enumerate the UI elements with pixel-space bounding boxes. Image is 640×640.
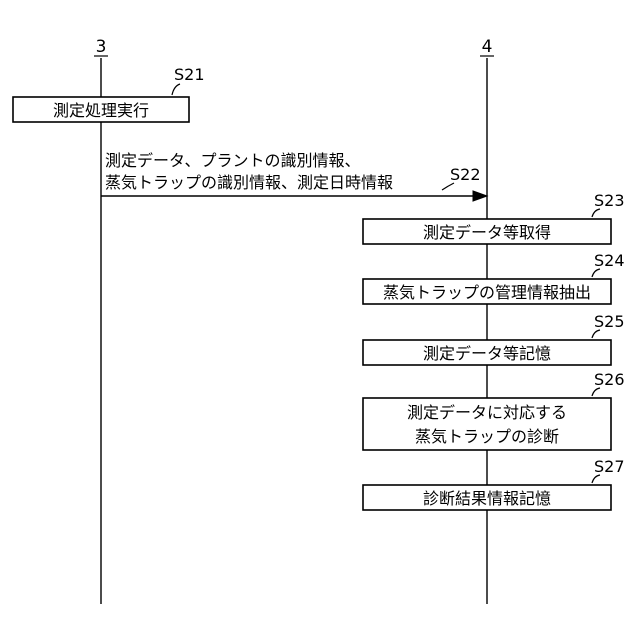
step-s24: 蒸気トラップの管理情報抽出 S24 <box>363 251 625 304</box>
step-s23-leader <box>592 209 600 217</box>
step-s23-label: S23 <box>594 191 625 210</box>
step-s26-text-line2: 蒸気トラップの診断 <box>415 427 559 446</box>
step-s25-text: 測定データ等記憶 <box>423 344 551 363</box>
lifeline-3-label: 3 <box>96 37 107 57</box>
step-s27: 診断結果情報記憶 S27 <box>363 457 625 510</box>
step-s21-leader <box>172 84 180 95</box>
step-s25: 測定データ等記憶 S25 <box>363 312 625 365</box>
step-s24-label: S24 <box>594 251 625 270</box>
step-s26-label: S26 <box>594 370 625 389</box>
message-s22-text-line2: 蒸気トラップの識別情報、測定日時情報 <box>105 173 393 192</box>
step-s21: 測定処理実行 S21 <box>13 65 205 122</box>
step-s25-leader <box>592 330 600 338</box>
step-s26-text-line1: 測定データに対応する <box>407 403 567 422</box>
step-s21-text: 測定処理実行 <box>53 101 149 120</box>
step-s23: 測定データ等取得 S23 <box>363 191 625 244</box>
message-s22: 測定データ、プラントの識別情報、 蒸気トラップの識別情報、測定日時情報 S22 <box>101 151 487 201</box>
lifeline-4-label: 4 <box>482 37 493 57</box>
step-s21-label: S21 <box>174 65 205 84</box>
message-s22-label: S22 <box>450 165 481 184</box>
step-s25-label: S25 <box>594 312 625 331</box>
step-s24-text: 蒸気トラップの管理情報抽出 <box>383 283 591 302</box>
step-s26: 測定データに対応する 蒸気トラップの診断 S26 <box>363 370 625 450</box>
step-s24-leader <box>592 269 600 277</box>
message-s22-arrowhead <box>473 191 487 201</box>
step-s26-leader <box>592 388 600 396</box>
step-s27-text: 診断結果情報記憶 <box>423 489 551 508</box>
message-s22-text-line1: 測定データ、プラントの識別情報、 <box>105 151 361 170</box>
step-s27-leader <box>592 475 600 483</box>
message-s22-leader <box>442 183 454 190</box>
step-s23-text: 測定データ等取得 <box>423 223 551 242</box>
step-s27-label: S27 <box>594 457 625 476</box>
